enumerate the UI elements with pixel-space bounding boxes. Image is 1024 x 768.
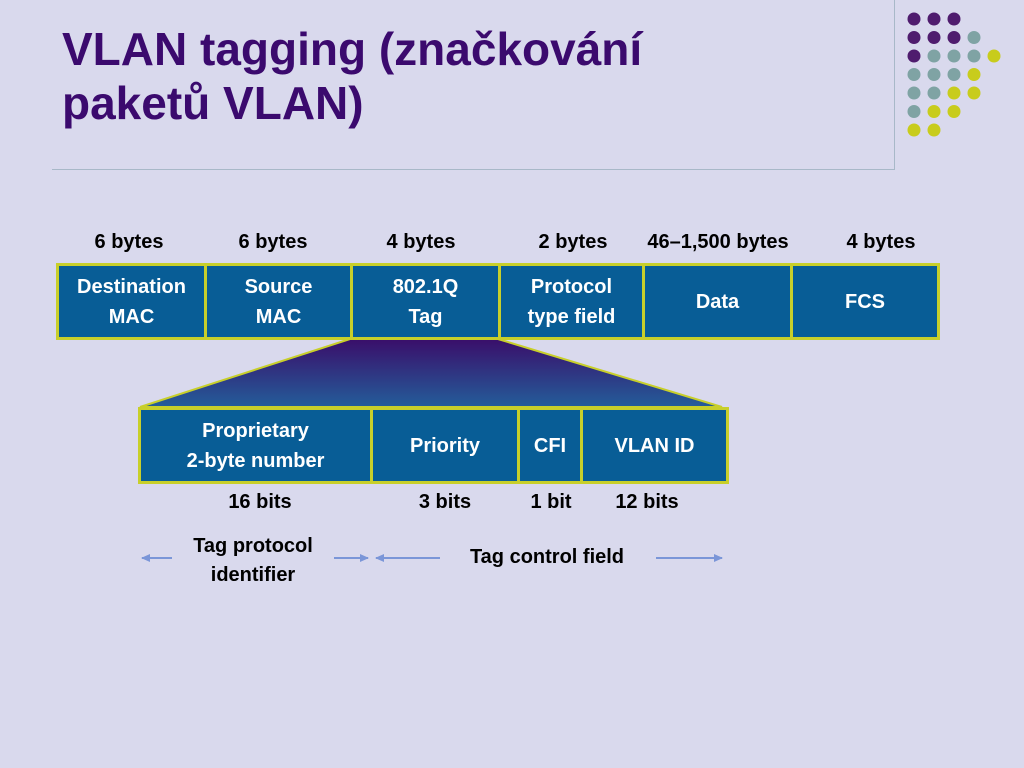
decorative-dot (947, 31, 961, 44)
frame-size-label: 6 bytes (94, 231, 164, 253)
decorative-dot (967, 49, 981, 63)
title-line-2: paketů VLAN) (62, 77, 364, 129)
title-divider-vertical (894, 0, 895, 170)
frame-size-label: 6 bytes (238, 231, 308, 253)
tag-size-label: 3 bits (418, 491, 472, 513)
decorative-dot (927, 68, 941, 81)
decorative-dot (947, 68, 961, 81)
decorative-dot-grid (907, 12, 1001, 137)
decorative-dot (927, 31, 941, 44)
decorative-dot (927, 123, 941, 137)
tag-field-cfi: CFI (517, 407, 583, 484)
frame-field-data: Data (642, 263, 793, 340)
decorative-dot (907, 49, 921, 63)
decorative-dot (907, 105, 921, 118)
decorative-dot (967, 31, 981, 44)
decorative-dot (927, 105, 941, 118)
frame-size-label: 4 bytes (846, 231, 916, 253)
decorative-dot (947, 86, 961, 100)
decorative-dot (967, 86, 981, 100)
decorative-dot (907, 86, 921, 100)
decorative-dot (907, 12, 921, 26)
decorative-dot (967, 68, 981, 81)
decorative-dot (927, 49, 941, 63)
decorative-dot (947, 49, 961, 63)
tcf-annotation: Tag control field (469, 546, 625, 568)
tag-size-label: 16 bits (228, 491, 292, 513)
slide-title: VLAN tagging (značkování paketů VLAN) (62, 22, 862, 130)
decorative-dot (987, 49, 1001, 63)
tag-field-priority: Priority (370, 407, 520, 484)
decorative-dot (907, 68, 921, 81)
frame-size-label: 2 bytes (538, 231, 608, 253)
tpid-annotation: Tag protocol identifier (193, 535, 313, 586)
frame-size-label: 4 bytes (386, 231, 456, 253)
trapezoid-shape (139, 338, 723, 408)
decorative-dot (907, 31, 921, 44)
tag-size-label: 12 bits (615, 491, 679, 513)
tag-field-vlan-id: VLAN ID (580, 407, 729, 484)
title-line-1: VLAN tagging (značkování (62, 23, 643, 75)
frame-field-fcs: FCS (790, 263, 940, 340)
decorative-dot (927, 12, 941, 26)
decorative-dot (907, 123, 921, 137)
decorative-dot (947, 12, 961, 26)
decorative-dot (947, 105, 961, 118)
title-divider-horizontal (52, 169, 895, 170)
frame-size-label: 46–1,500 bytes (647, 231, 789, 253)
decorative-dot (927, 86, 941, 100)
tag-size-label: 1 bit (530, 491, 572, 513)
